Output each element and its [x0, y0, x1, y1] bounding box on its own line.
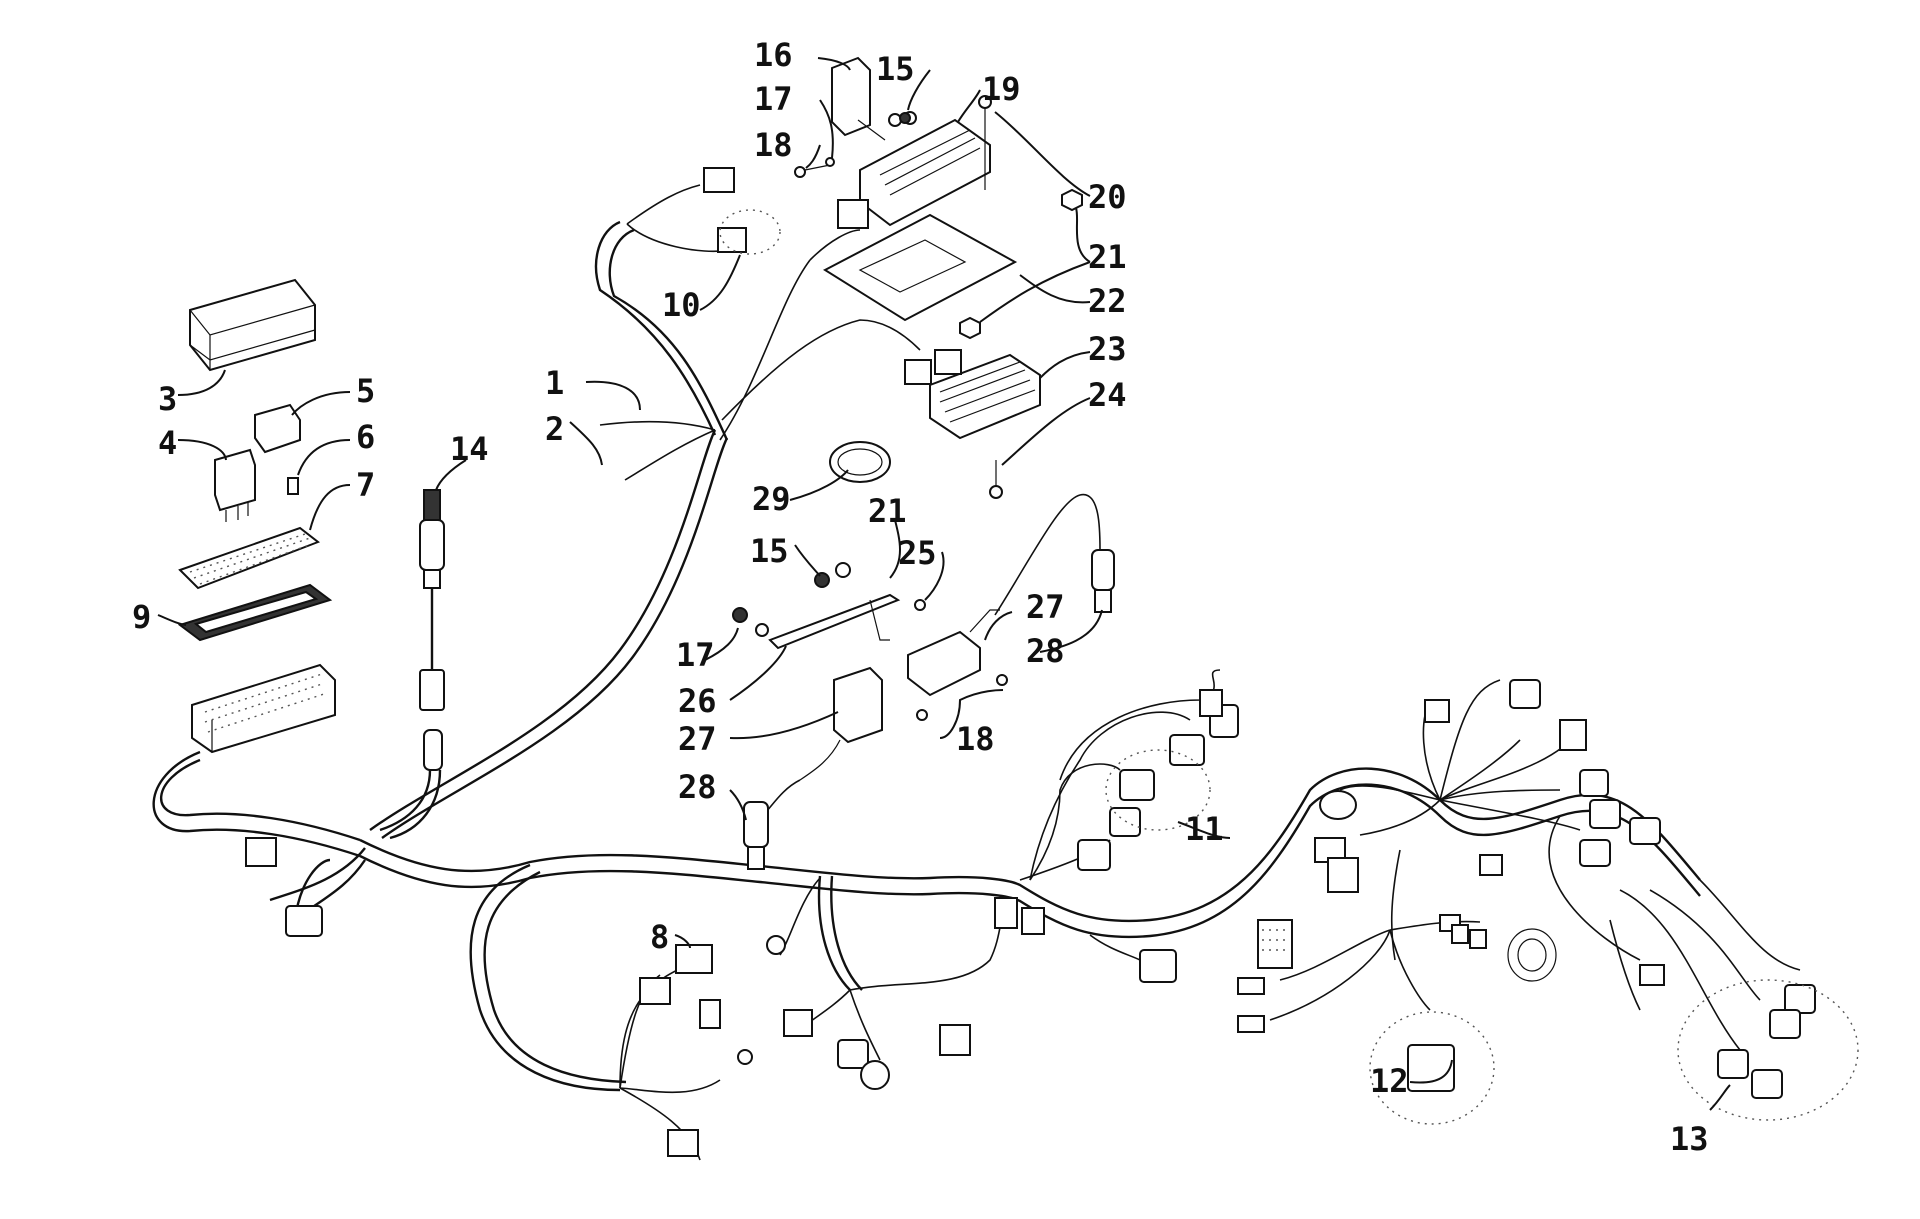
- callout-21b: 21: [868, 492, 907, 530]
- callout-12: 12: [1370, 1062, 1409, 1100]
- callout-25: 25: [898, 534, 937, 572]
- callout-15a: 15: [876, 50, 915, 88]
- callout-6: 6: [356, 418, 375, 456]
- callout-28b: 28: [678, 768, 717, 806]
- callout-5: 5: [356, 372, 375, 410]
- callout-28a: 28: [1026, 632, 1065, 670]
- callout-9: 9: [132, 598, 151, 636]
- relay-4: [214, 448, 256, 512]
- callout-20: 20: [1088, 178, 1127, 216]
- callout-19: 19: [982, 70, 1021, 108]
- callout-8: 8: [650, 918, 669, 956]
- callout-15b: 15: [750, 532, 789, 570]
- callout-1: 1: [545, 364, 564, 402]
- oxygen-sensor: [419, 489, 445, 771]
- callout-14: 14: [450, 430, 489, 468]
- callout-21a: 21: [1088, 238, 1127, 276]
- main-harness: [152, 429, 1801, 1161]
- callout-10: 10: [662, 286, 701, 324]
- callout-3: 3: [158, 380, 177, 418]
- callout-27b: 27: [678, 720, 717, 758]
- callout-16: 16: [754, 36, 793, 74]
- callout-27a: 27: [1026, 588, 1065, 626]
- fuse-6: [287, 477, 299, 495]
- callout-18b: 18: [956, 720, 995, 758]
- ecu-assembly: [703, 56, 1083, 499]
- callout-24: 24: [1088, 376, 1127, 414]
- upper-harness-branch: [594, 184, 921, 481]
- callout-17a: 17: [754, 80, 793, 118]
- mounting-plate: [822, 213, 1018, 322]
- bracket-assembly: [732, 441, 1115, 870]
- callout-26: 26: [678, 682, 717, 720]
- callout-2: 2: [545, 410, 564, 448]
- fuse-box-base: [191, 663, 336, 754]
- fuse-box-cover: [189, 278, 316, 372]
- leader-lines: [157, 57, 1731, 1111]
- fuse-board: [178, 526, 321, 590]
- relay-16: [831, 56, 871, 137]
- callout-13: 13: [1670, 1120, 1709, 1158]
- relay-5: [254, 403, 301, 454]
- callout-11: 11: [1185, 810, 1224, 848]
- callout-18a: 18: [754, 126, 793, 164]
- callout-7: 7: [356, 466, 375, 504]
- callout-labels: 1 2 3 4 5 6 7 8 9 10 11 12 13 14 15 15 1…: [132, 36, 1709, 1158]
- callout-23: 23: [1088, 330, 1127, 368]
- callout-17b: 17: [676, 636, 715, 674]
- callout-22: 22: [1088, 282, 1127, 320]
- ecu-connector: [837, 199, 869, 229]
- callout-4: 4: [158, 424, 177, 462]
- fuse-box-assembly: [177, 278, 336, 754]
- connector-clusters: [245, 679, 1816, 1157]
- callout-29: 29: [752, 480, 791, 518]
- group-outlines: [719, 209, 1859, 1125]
